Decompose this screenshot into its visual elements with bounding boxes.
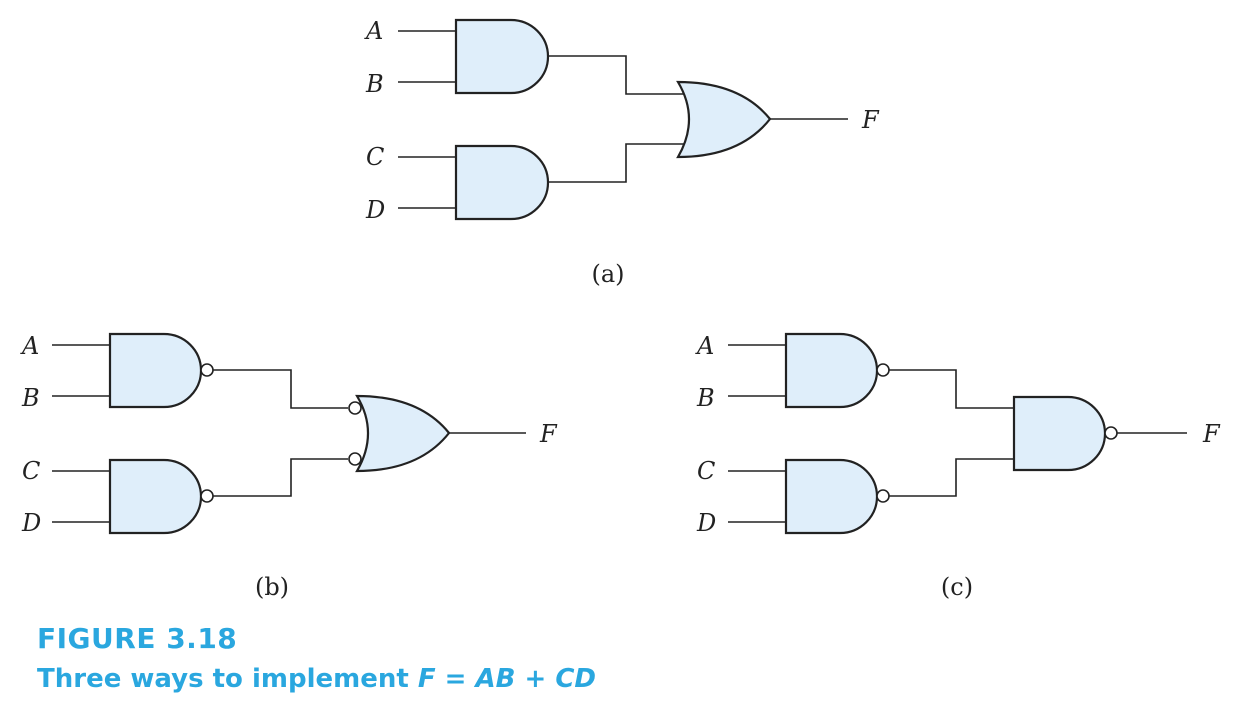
circuit-a: A B C D F (a) [364,17,880,288]
figure-number: FIGURE 3.18 [37,622,238,655]
inversion-bubble [876,489,890,503]
nand-gate-cd [784,458,879,535]
caption-b: (b) [255,573,289,601]
inversion-bubble [348,401,362,415]
and-gate-ab [454,18,550,95]
nand-gate-output [1012,395,1107,472]
input-label-c: C [22,457,40,485]
input-label-c: C [366,143,384,171]
input-label-d: D [365,196,385,224]
inversion-bubble [200,489,214,503]
inversion-bubble [200,363,214,377]
input-label-d: D [21,509,41,537]
figure-title-prefix: Three ways to implement [37,664,418,694]
figure-equation: F = AB + CD [417,664,596,694]
input-label-a: A [20,332,39,360]
caption-c: (c) [941,573,973,601]
input-label-d: D [696,509,716,537]
input-label-b: B [696,384,715,412]
circuit-c: A B C D F (c) [695,332,1221,601]
inversion-bubble [1104,426,1118,440]
inversion-bubble [876,363,890,377]
input-label-c: C [697,457,715,485]
output-label-f: F [861,106,880,134]
wire-ab-to-or [548,55,684,95]
input-label-b: B [365,70,384,98]
inversion-bubble [348,452,362,466]
nand-gate-cd [108,458,203,535]
wire-cd-to-or [548,143,684,183]
wire-cd-to-or [213,458,348,497]
or-gate [676,80,772,159]
input-label-a: A [364,17,383,45]
input-label-b: B [21,384,40,412]
nand-gate-ab [108,332,203,409]
and-gate-cd [454,144,550,221]
nand-gate-ab [784,332,879,409]
wire-ab-to-nand [889,369,1014,409]
wire-cd-to-nand [889,458,1014,497]
or-gate-inverted-inputs [355,394,451,473]
circuit-b: A B C D F (b) [20,332,558,601]
figure-title: Three ways to implement F = AB + CD [37,664,596,694]
output-label-f: F [539,420,558,448]
output-label-f: F [1202,420,1221,448]
input-label-a: A [695,332,714,360]
caption-a: (a) [591,260,624,288]
wire-ab-to-or [213,369,348,409]
